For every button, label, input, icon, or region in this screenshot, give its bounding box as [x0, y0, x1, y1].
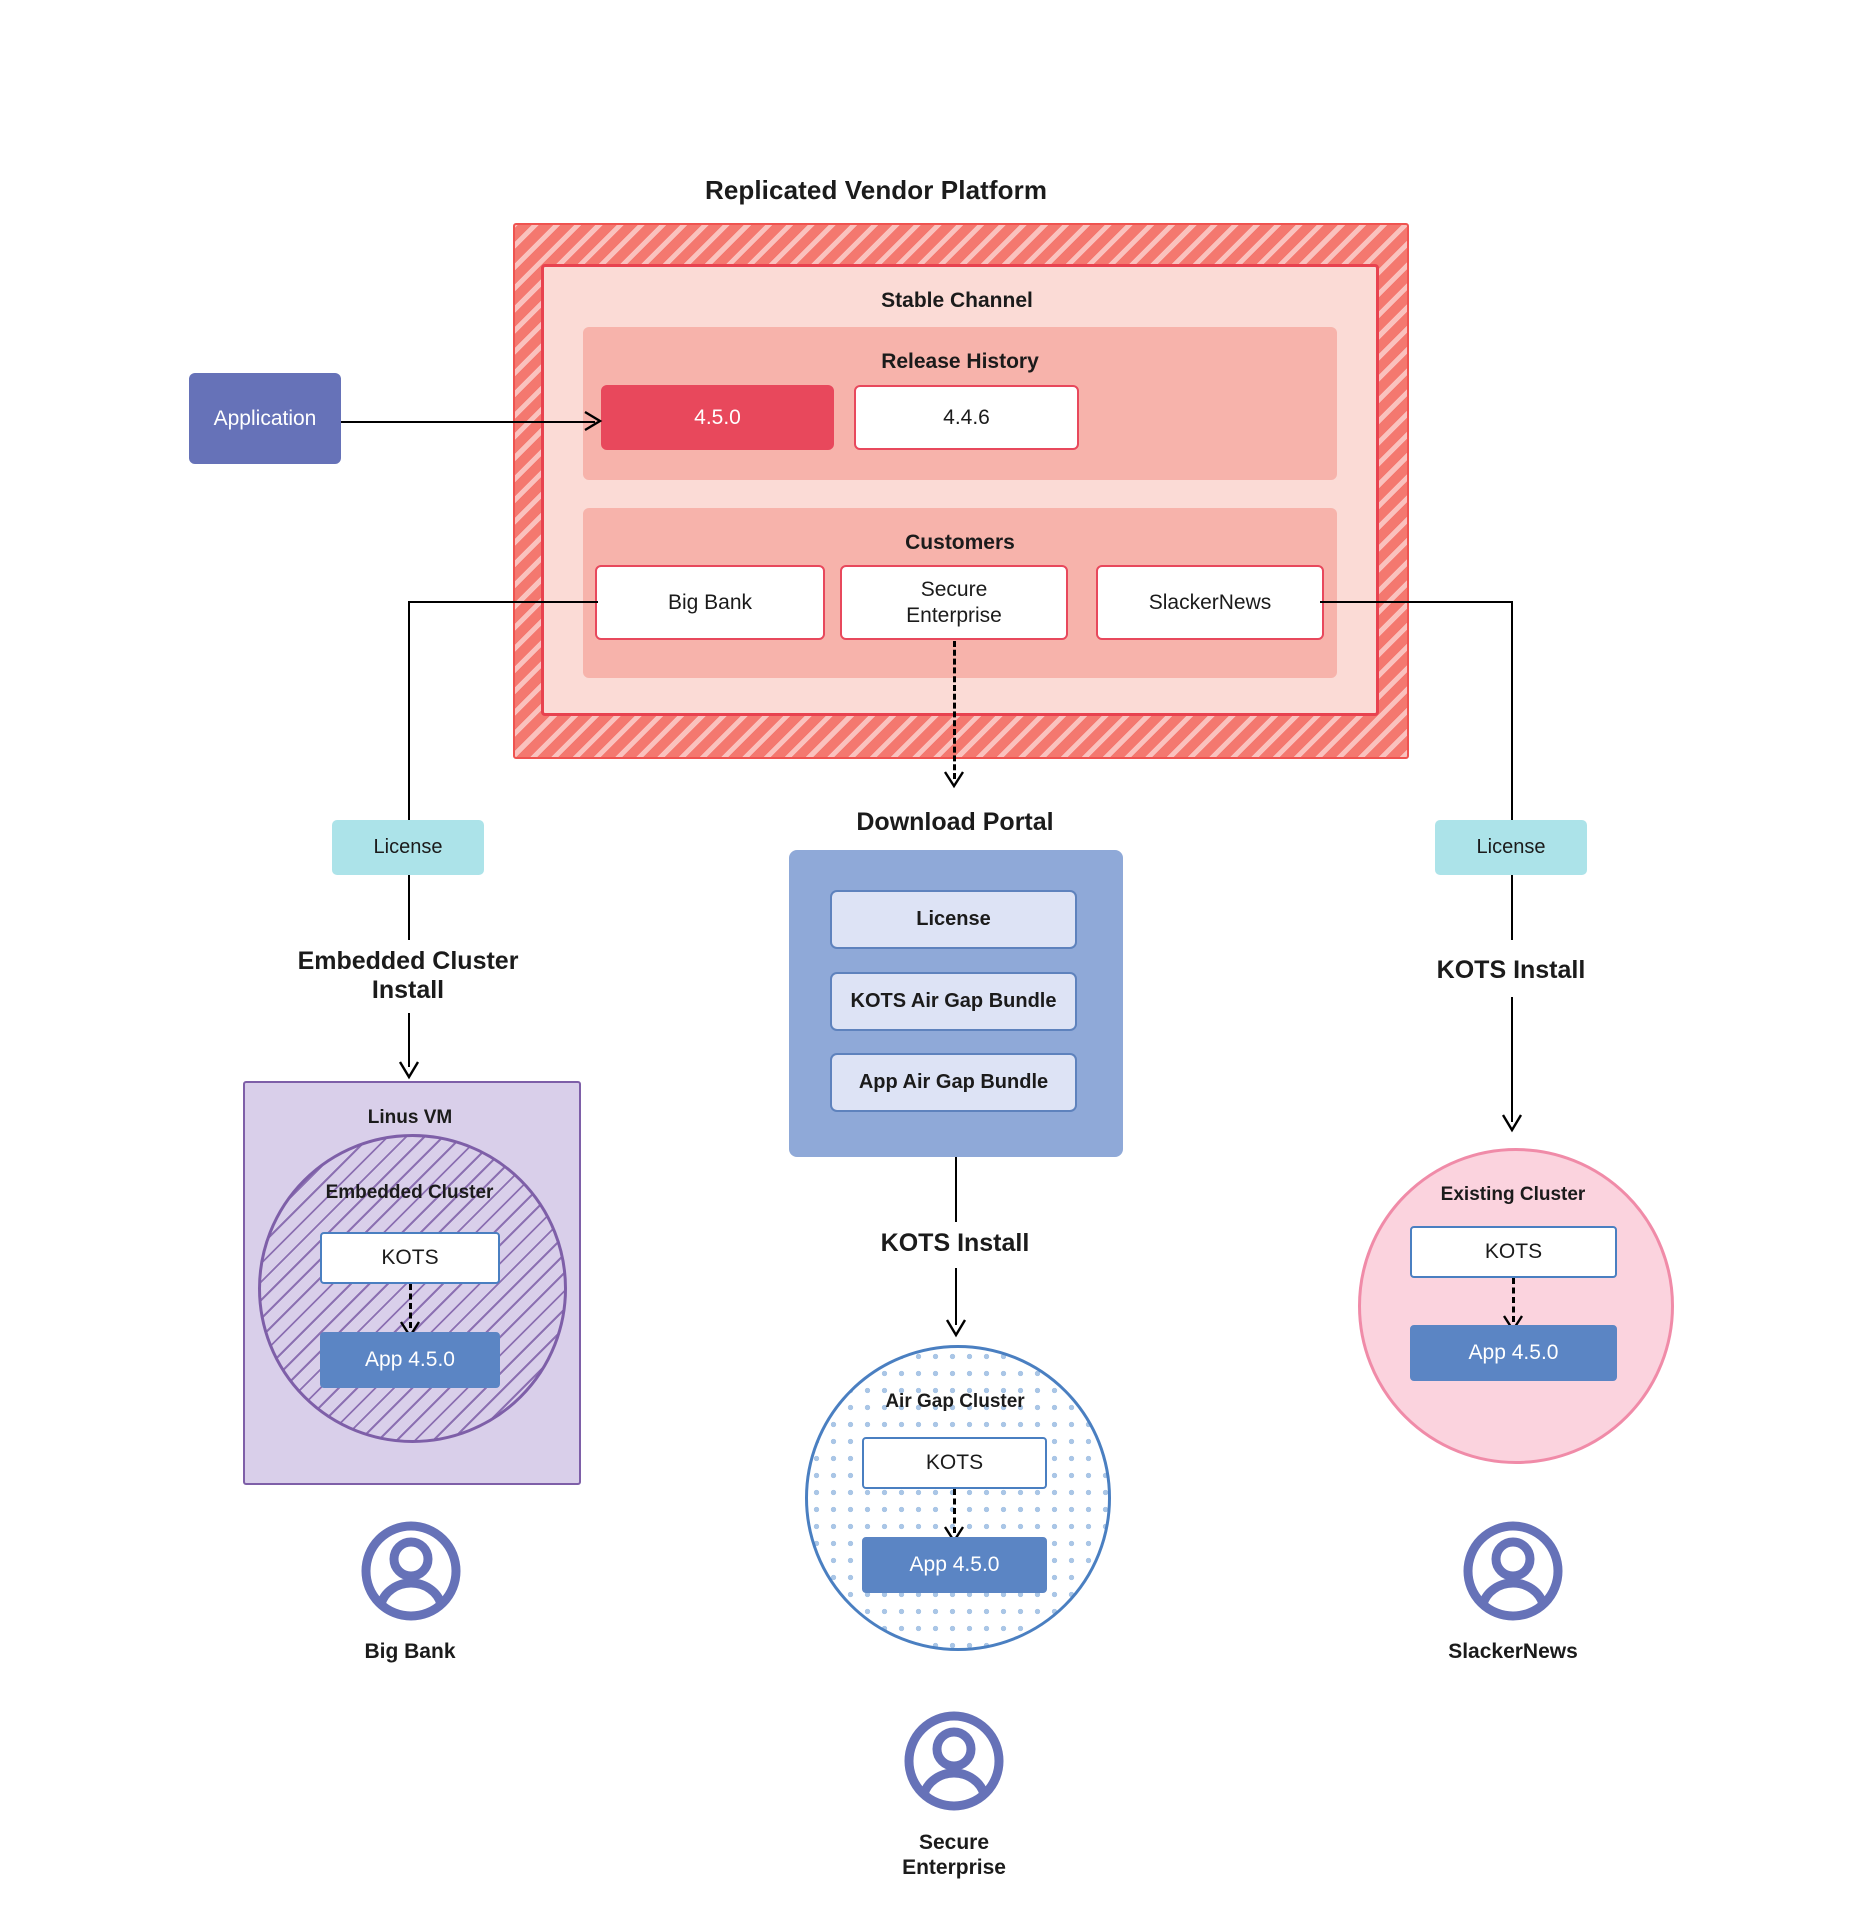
- download-portal-title: Download Portal: [856, 808, 1054, 837]
- label-kots-install-center: KOTS Install: [880, 1229, 1030, 1258]
- app-version-box-existing[interactable]: App 4.5.0: [1410, 1325, 1617, 1381]
- air-gap-cluster-circle: [805, 1345, 1111, 1651]
- arrowhead-down-icon-left: [398, 1061, 420, 1080]
- portal-item-license[interactable]: License: [830, 890, 1077, 949]
- embedded-cluster-label: Embedded Cluster: [325, 1182, 494, 1203]
- connector-secure-enterprise-dashed: [953, 641, 956, 779]
- connector-kots-to-app-left: [409, 1284, 412, 1328]
- arrowhead-right-icon: [584, 410, 603, 432]
- connector-slackernews-vertical: [1511, 601, 1513, 820]
- connector-bigbank-horizontal: [408, 601, 598, 603]
- connector-install-left-down: [408, 1013, 410, 1067]
- arrowhead-down-icon-existing: [1501, 1114, 1523, 1133]
- release-box-previous[interactable]: 4.4.6: [854, 385, 1079, 450]
- customers-title: Customers: [905, 531, 1015, 554]
- app-version-box-airgap[interactable]: App 4.5.0: [862, 1537, 1047, 1593]
- connector-kots-install-center-down: [955, 1268, 957, 1325]
- linus-vm-label: Linus VM: [367, 1107, 453, 1128]
- user-avatar-icon-secure-enterprise: [902, 1709, 1006, 1813]
- user-avatar-icon-slackernews: [1461, 1519, 1565, 1623]
- diagram-title: Replicated Vendor Platform: [704, 174, 1048, 205]
- user-avatar-icon-big-bank: [359, 1519, 463, 1623]
- customer-box-slackernews[interactable]: SlackerNews: [1096, 565, 1324, 640]
- customer-label-big-bank: Big Bank: [364, 1639, 456, 1663]
- app-version-box-embedded[interactable]: App 4.5.0: [320, 1332, 500, 1388]
- arrowhead-down-icon-airgap: [945, 1319, 967, 1338]
- release-history-title: Release History: [881, 350, 1039, 373]
- connector-license-right-down: [1511, 875, 1513, 940]
- arrowhead-down-icon-portal: [943, 771, 965, 789]
- customer-box-secure-enterprise[interactable]: Secure Enterprise: [840, 565, 1068, 640]
- connector-portal-down: [955, 1157, 957, 1222]
- label-kots-install-right: KOTS Install: [1436, 956, 1586, 985]
- existing-cluster-label: Existing Cluster: [1440, 1184, 1586, 1205]
- customer-label-secure-enterprise: Secure Enterprise: [902, 1831, 1006, 1879]
- license-chip-left[interactable]: License: [332, 820, 484, 875]
- portal-item-kots-air-gap-bundle[interactable]: KOTS Air Gap Bundle: [830, 972, 1077, 1031]
- license-chip-right[interactable]: License: [1435, 820, 1587, 875]
- existing-cluster-circle: [1358, 1148, 1674, 1464]
- connector-slackernews-horizontal: [1320, 601, 1513, 603]
- customer-box-big-bank[interactable]: Big Bank: [595, 565, 825, 640]
- kots-box-embedded[interactable]: KOTS: [320, 1232, 500, 1284]
- application-box[interactable]: Application: [189, 373, 341, 464]
- connector-license-left-down: [408, 875, 410, 940]
- connector-kots-to-app-center: [953, 1489, 956, 1533]
- connector-bigbank-vertical: [408, 601, 410, 820]
- label-embedded-cluster-install: Embedded Cluster Install: [297, 946, 519, 1005]
- connector-kots-to-app-right: [1512, 1278, 1515, 1322]
- embedded-cluster-circle: [258, 1134, 567, 1443]
- connector-application-to-release: [341, 421, 595, 423]
- connector-install-right-down: [1511, 997, 1513, 1122]
- release-box-current[interactable]: 4.5.0: [601, 385, 834, 450]
- air-gap-cluster-label: Air Gap Cluster: [885, 1391, 1025, 1412]
- customer-label-slackernews: SlackerNews: [1448, 1639, 1578, 1663]
- stable-channel-title: Stable Channel: [881, 289, 1033, 312]
- kots-box-existing[interactable]: KOTS: [1410, 1226, 1617, 1278]
- portal-item-app-air-gap-bundle[interactable]: App Air Gap Bundle: [830, 1053, 1077, 1112]
- kots-box-airgap[interactable]: KOTS: [862, 1437, 1047, 1489]
